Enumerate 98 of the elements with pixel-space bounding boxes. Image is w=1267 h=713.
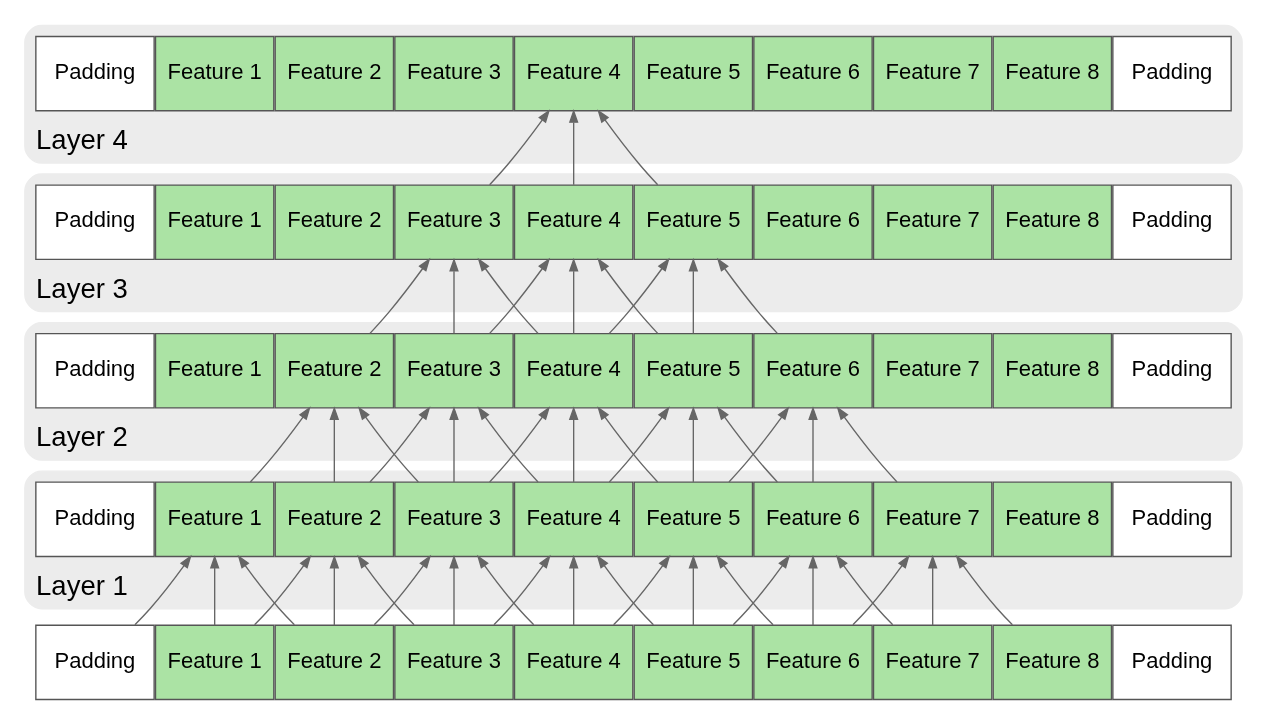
node-box: Padding xyxy=(1112,332,1232,409)
arrow xyxy=(488,108,551,185)
arrow xyxy=(568,257,579,334)
arrow xyxy=(357,554,415,625)
node-box: Feature 6 xyxy=(753,481,873,557)
arrow xyxy=(597,257,659,334)
arrow xyxy=(716,257,779,334)
node-box: Feature 8 xyxy=(992,481,1113,557)
node-box: Feature 4 xyxy=(513,332,634,409)
arrow xyxy=(209,554,220,626)
node-box: Feature 5 xyxy=(633,481,754,557)
arrow xyxy=(369,257,431,334)
arrow xyxy=(488,257,551,334)
node-box: Padding xyxy=(35,332,155,409)
node-box: Feature 8 xyxy=(992,183,1113,260)
arrow xyxy=(449,257,459,334)
arrow xyxy=(808,405,818,483)
node-box: Feature 7 xyxy=(872,481,993,557)
node-box: Feature 2 xyxy=(274,332,395,409)
node-box: Feature 8 xyxy=(992,624,1113,700)
node-box: Feature 8 xyxy=(992,35,1113,111)
arrow xyxy=(688,554,699,626)
arrow xyxy=(373,554,432,625)
node-box: Feature 7 xyxy=(872,332,993,409)
arrow xyxy=(249,405,311,483)
arrow xyxy=(329,554,340,626)
node-box: Feature 3 xyxy=(394,35,514,111)
arrow xyxy=(253,554,312,625)
node-box: Feature 4 xyxy=(513,183,634,260)
node-box: Feature 4 xyxy=(513,481,634,557)
arrow xyxy=(477,257,539,334)
node-box: Feature 1 xyxy=(154,624,275,700)
node-box: Feature 7 xyxy=(872,35,993,111)
arrow xyxy=(477,405,539,483)
node-box: Feature 1 xyxy=(154,332,275,409)
arrow xyxy=(369,405,431,483)
node-box: Padding xyxy=(35,183,155,260)
arrow xyxy=(596,554,655,625)
node-box: Feature 5 xyxy=(633,332,754,409)
node-box: Padding xyxy=(35,624,155,700)
arrow xyxy=(927,554,938,626)
node-box: Feature 3 xyxy=(394,624,514,700)
arrow xyxy=(237,554,296,625)
arrow xyxy=(449,405,459,483)
node-box: Feature 4 xyxy=(513,35,634,111)
arrow xyxy=(716,554,774,625)
node-box: Feature 3 xyxy=(394,183,514,260)
arrow xyxy=(612,554,671,625)
node-box: Feature 3 xyxy=(394,481,514,557)
node-box: Feature 6 xyxy=(753,624,873,700)
arrow xyxy=(716,405,779,483)
node-box: Feature 2 xyxy=(274,624,395,700)
arrow xyxy=(808,554,818,626)
arrow xyxy=(476,554,535,625)
arrow xyxy=(608,257,670,334)
node-box: Feature 5 xyxy=(633,624,754,700)
arrow xyxy=(597,405,659,483)
node-box: Feature 1 xyxy=(154,35,275,111)
node-box: Feature 7 xyxy=(872,183,993,260)
arrow xyxy=(732,554,791,625)
node-box: Feature 1 xyxy=(154,183,275,260)
arrow xyxy=(568,405,579,483)
node-box: Feature 1 xyxy=(154,481,275,557)
node-box: Feature 7 xyxy=(872,624,993,700)
node-box: Padding xyxy=(1112,481,1232,557)
node-box: Feature 6 xyxy=(753,183,873,260)
node-box: Feature 2 xyxy=(274,35,395,111)
node-box: Feature 6 xyxy=(753,35,873,111)
node-box: Feature 6 xyxy=(753,332,873,409)
arrow xyxy=(955,554,1014,625)
arrow xyxy=(835,554,894,625)
node-box: Feature 2 xyxy=(274,183,395,260)
arrow xyxy=(728,405,790,483)
node-box: Padding xyxy=(1112,35,1232,111)
node-box: Feature 3 xyxy=(394,332,514,409)
arrow xyxy=(852,554,910,625)
arrow xyxy=(449,554,459,626)
node-box: Padding xyxy=(35,35,155,111)
arrow xyxy=(568,554,579,626)
arrow xyxy=(329,405,340,483)
arrow xyxy=(608,405,670,483)
node-box: Feature 2 xyxy=(274,481,395,557)
arrow xyxy=(493,554,551,625)
arrow xyxy=(836,405,898,483)
node-box: Feature 8 xyxy=(992,332,1113,409)
node-box: Feature 4 xyxy=(513,624,634,700)
arrow xyxy=(134,554,192,625)
node-box: Padding xyxy=(35,481,155,557)
arrow xyxy=(688,405,699,483)
node-box: Feature 5 xyxy=(633,35,754,111)
arrow xyxy=(488,405,551,483)
node-box: Padding xyxy=(1112,624,1232,700)
node-box: Feature 5 xyxy=(633,183,754,260)
node-box: Padding xyxy=(1112,183,1232,260)
arrow xyxy=(688,257,699,334)
arrow xyxy=(568,108,579,185)
arrow xyxy=(597,108,659,185)
arrow xyxy=(357,405,420,483)
